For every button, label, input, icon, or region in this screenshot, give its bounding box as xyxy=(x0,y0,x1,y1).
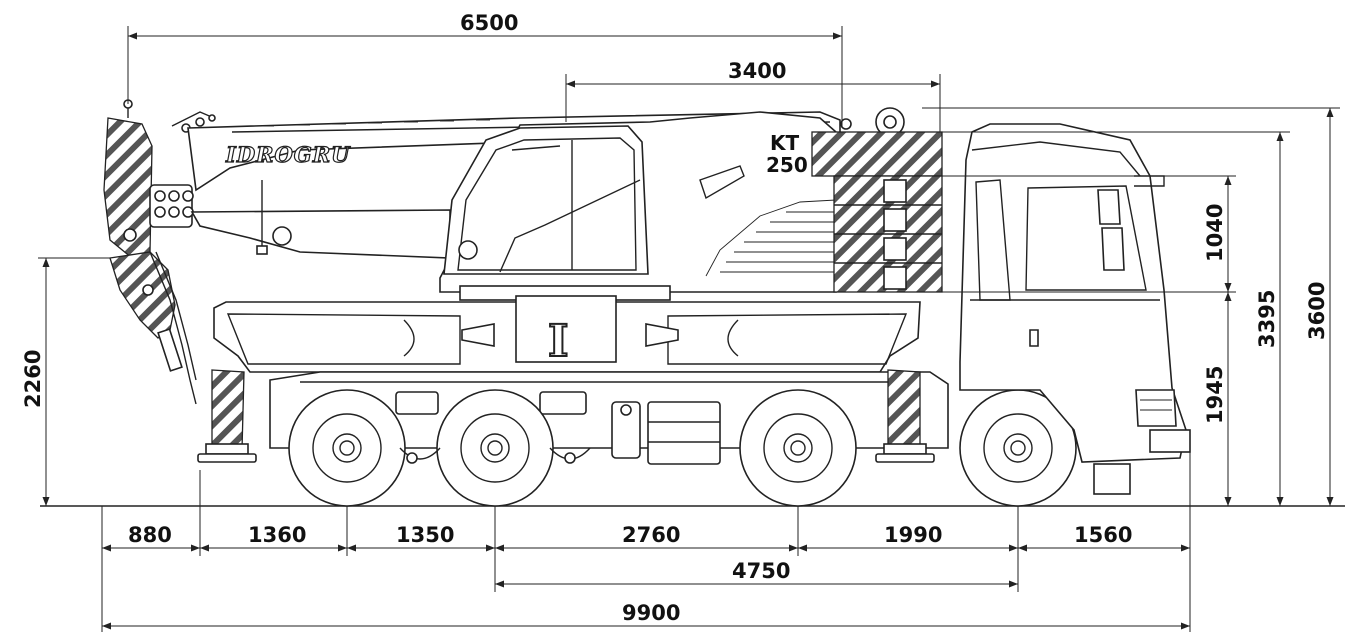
rear-outrigger xyxy=(197,369,257,463)
folded-jib xyxy=(103,99,197,405)
superstructure: KT 250 xyxy=(439,107,905,293)
counterweight xyxy=(811,131,943,293)
dim-top-span: 6500 xyxy=(460,11,518,35)
dim-segment-1: 880 xyxy=(128,523,172,547)
dim-wheelbase: 4750 xyxy=(732,559,790,583)
boom-head xyxy=(149,111,216,228)
wheel-3 xyxy=(739,389,857,507)
dim-segment-4: 2760 xyxy=(622,523,680,547)
model-line-1: KT xyxy=(770,131,799,155)
front-outrigger xyxy=(875,369,935,463)
truck-cab xyxy=(959,123,1191,495)
wheel-2 xyxy=(436,389,554,507)
dim-chassis-height: 1945 xyxy=(1203,366,1227,424)
dim-segment-5: 1990 xyxy=(884,523,942,547)
dim-total-height: 3600 xyxy=(1305,282,1329,340)
wheel-1 xyxy=(288,389,406,507)
crane-truck: IDROGRU KT xyxy=(103,99,1191,507)
dim-segment-2: 1360 xyxy=(248,523,306,547)
dim-segment-6: 1560 xyxy=(1074,523,1132,547)
side-boxes xyxy=(395,391,721,465)
dim-total-length: 9900 xyxy=(622,601,680,625)
dimension-lines: 6500 3400 1040 1945 3395 3600 2260 xyxy=(21,11,1340,632)
dim-cab-span: 3400 xyxy=(728,59,786,83)
logo-letter: I xyxy=(548,316,569,367)
suspension xyxy=(399,447,591,464)
dim-slew-height: 3395 xyxy=(1255,290,1279,348)
boom-brand-text: IDROGRU xyxy=(225,142,351,167)
dim-boom-nose-height: 2260 xyxy=(21,350,45,408)
dim-counterweight-height: 1040 xyxy=(1203,204,1227,262)
dim-segment-3: 1350 xyxy=(396,523,454,547)
wheel-4 xyxy=(959,389,1077,507)
model-line-2: 250 xyxy=(766,153,808,177)
